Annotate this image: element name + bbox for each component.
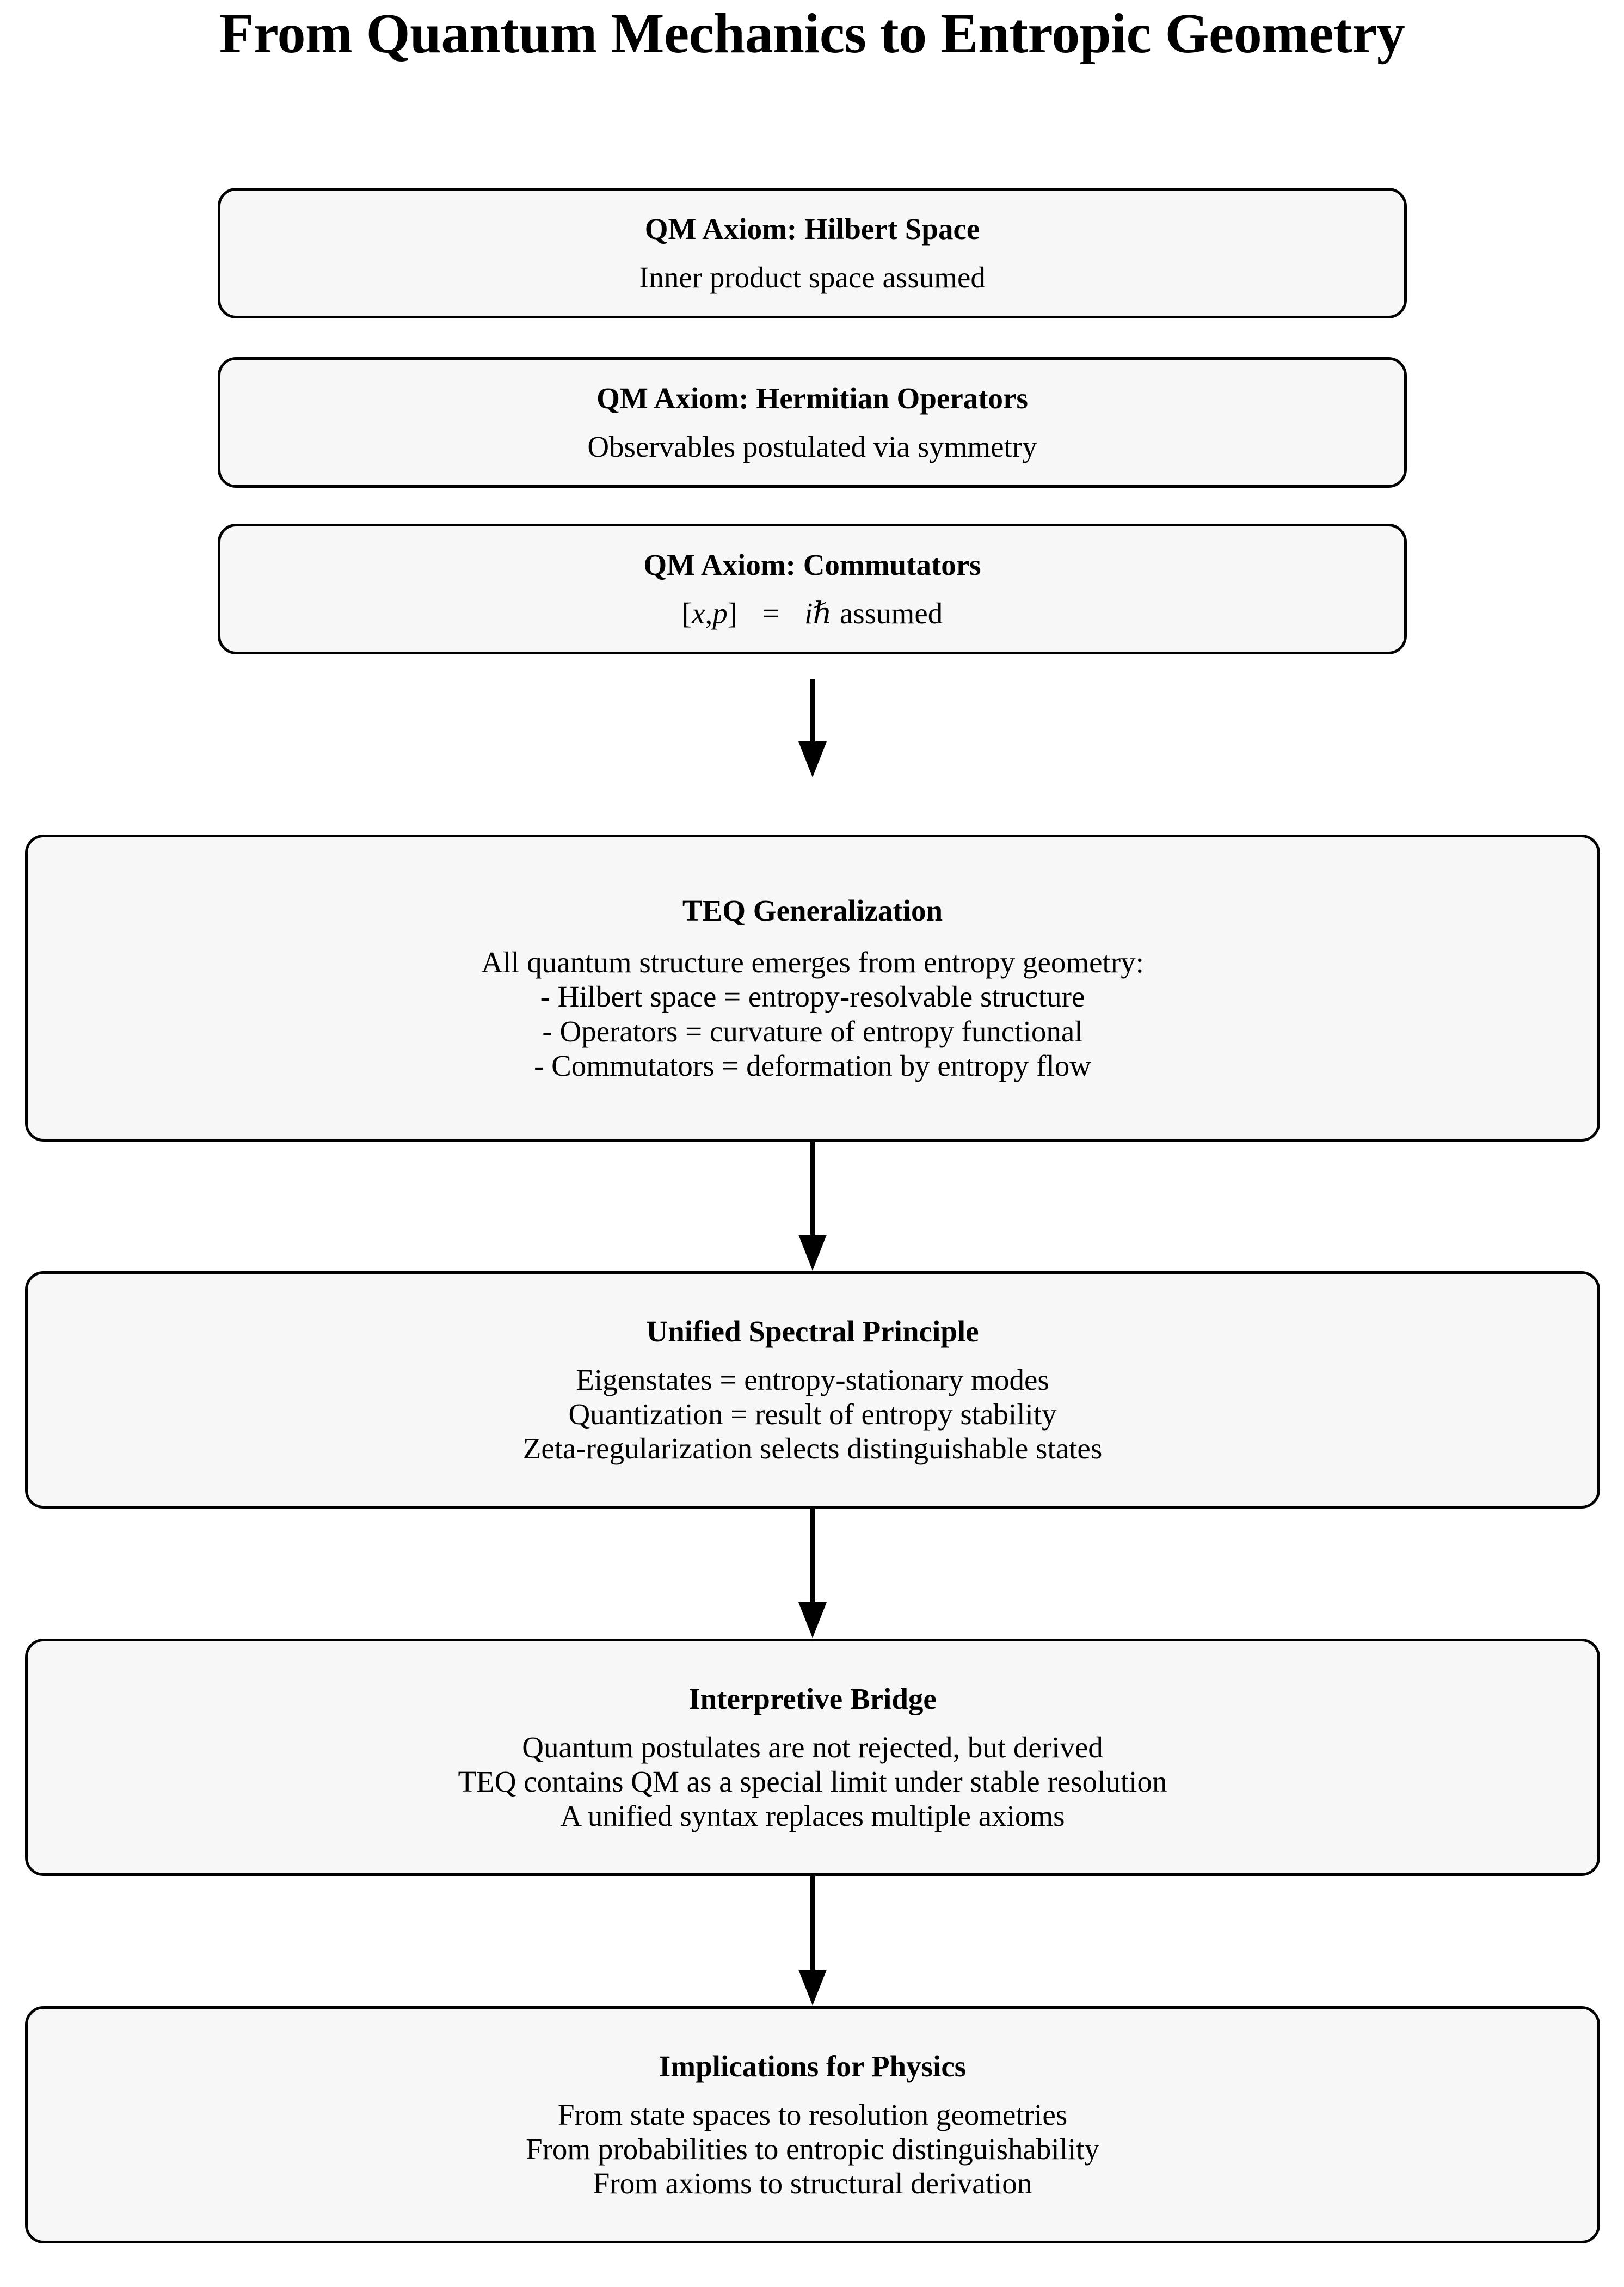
arrow-head-icon <box>798 1602 827 1638</box>
node-title: Interpretive Bridge <box>688 1682 937 1715</box>
node-title: QM Axiom: Hilbert Space <box>644 212 980 246</box>
math-symbol-hbar: ℏ <box>813 597 832 630</box>
math-symbol-p: p <box>712 597 728 630</box>
bracket-close: ] <box>727 597 738 630</box>
math-comma: , <box>705 597 713 630</box>
node-line: From probabilities to entropic distingui… <box>525 2132 1100 2166</box>
node-line: - Operators = curvature of entropy funct… <box>542 1014 1083 1048</box>
node-line: Eigenstates = entropy-stationary modes <box>576 1363 1049 1396</box>
node-title: TEQ Generalization <box>682 893 943 927</box>
node-line: From axioms to structural derivation <box>593 2167 1032 2200</box>
node-qm-axiom-hermitian-operators: QM Axiom: Hermitian Operators Observable… <box>218 357 1407 488</box>
node-title: QM Axiom: Commutators <box>643 548 981 581</box>
node-line: TEQ contains QM as a special limit under… <box>458 1765 1167 1798</box>
equals-sign: = <box>762 597 780 630</box>
arrow-spectral-to-bridge <box>798 1509 827 1639</box>
node-line: From state spaces to resolution geometri… <box>557 2098 1068 2131</box>
node-line: - Hilbert space = entropy-resolvable str… <box>540 980 1085 1014</box>
node-line: Observables postulated via symmetry <box>587 430 1037 463</box>
arrow-teq-to-spectral <box>798 1142 827 1271</box>
node-line: A unified syntax replaces multiple axiom… <box>560 1799 1065 1833</box>
node-title: QM Axiom: Hermitian Operators <box>596 381 1028 415</box>
arrow-bridge-to-implications <box>798 1876 827 2006</box>
arrow-shaft <box>810 1876 815 1971</box>
arrow-shaft <box>810 679 815 743</box>
math-symbol-x: x <box>692 597 705 630</box>
node-implications-for-physics: Implications for Physics From state spac… <box>25 2006 1600 2243</box>
arrow-head-icon <box>798 1970 827 2006</box>
node-line: Zeta-regularization selects distinguisha… <box>522 1432 1103 1466</box>
node-line: - Commutators = deformation by entropy f… <box>534 1049 1091 1082</box>
math-symbol-i: i <box>804 597 813 630</box>
page-title: From Quantum Mechanics to Entropic Geome… <box>219 2 1405 65</box>
math-tail-text: assumed <box>839 597 943 630</box>
node-line: Quantization = result of entropy stabili… <box>568 1397 1057 1431</box>
arrow-shaft <box>810 1509 815 1603</box>
arrow-head-icon <box>798 741 827 777</box>
node-line: All quantum structure emerges from entro… <box>481 946 1144 979</box>
arrow-head-icon <box>798 1235 827 1271</box>
node-unified-spectral-principle: Unified Spectral Principle Eigenstates =… <box>25 1271 1600 1509</box>
node-title: Unified Spectral Principle <box>646 1314 979 1348</box>
node-line: Quantum postulates are not rejected, but… <box>522 1730 1103 1764</box>
node-interpretive-bridge: Interpretive Bridge Quantum postulates a… <box>25 1639 1600 1876</box>
arrow-axioms-to-teq <box>798 679 827 778</box>
node-title: Implications for Physics <box>659 2049 967 2083</box>
node-teq-generalization: TEQ Generalization All quantum structure… <box>25 835 1600 1142</box>
arrow-shaft <box>810 1142 815 1236</box>
node-qm-axiom-hilbert-space: QM Axiom: Hilbert Space Inner product sp… <box>218 188 1407 318</box>
bracket-open: [ <box>681 597 692 630</box>
node-line: Inner product space assumed <box>639 261 986 294</box>
